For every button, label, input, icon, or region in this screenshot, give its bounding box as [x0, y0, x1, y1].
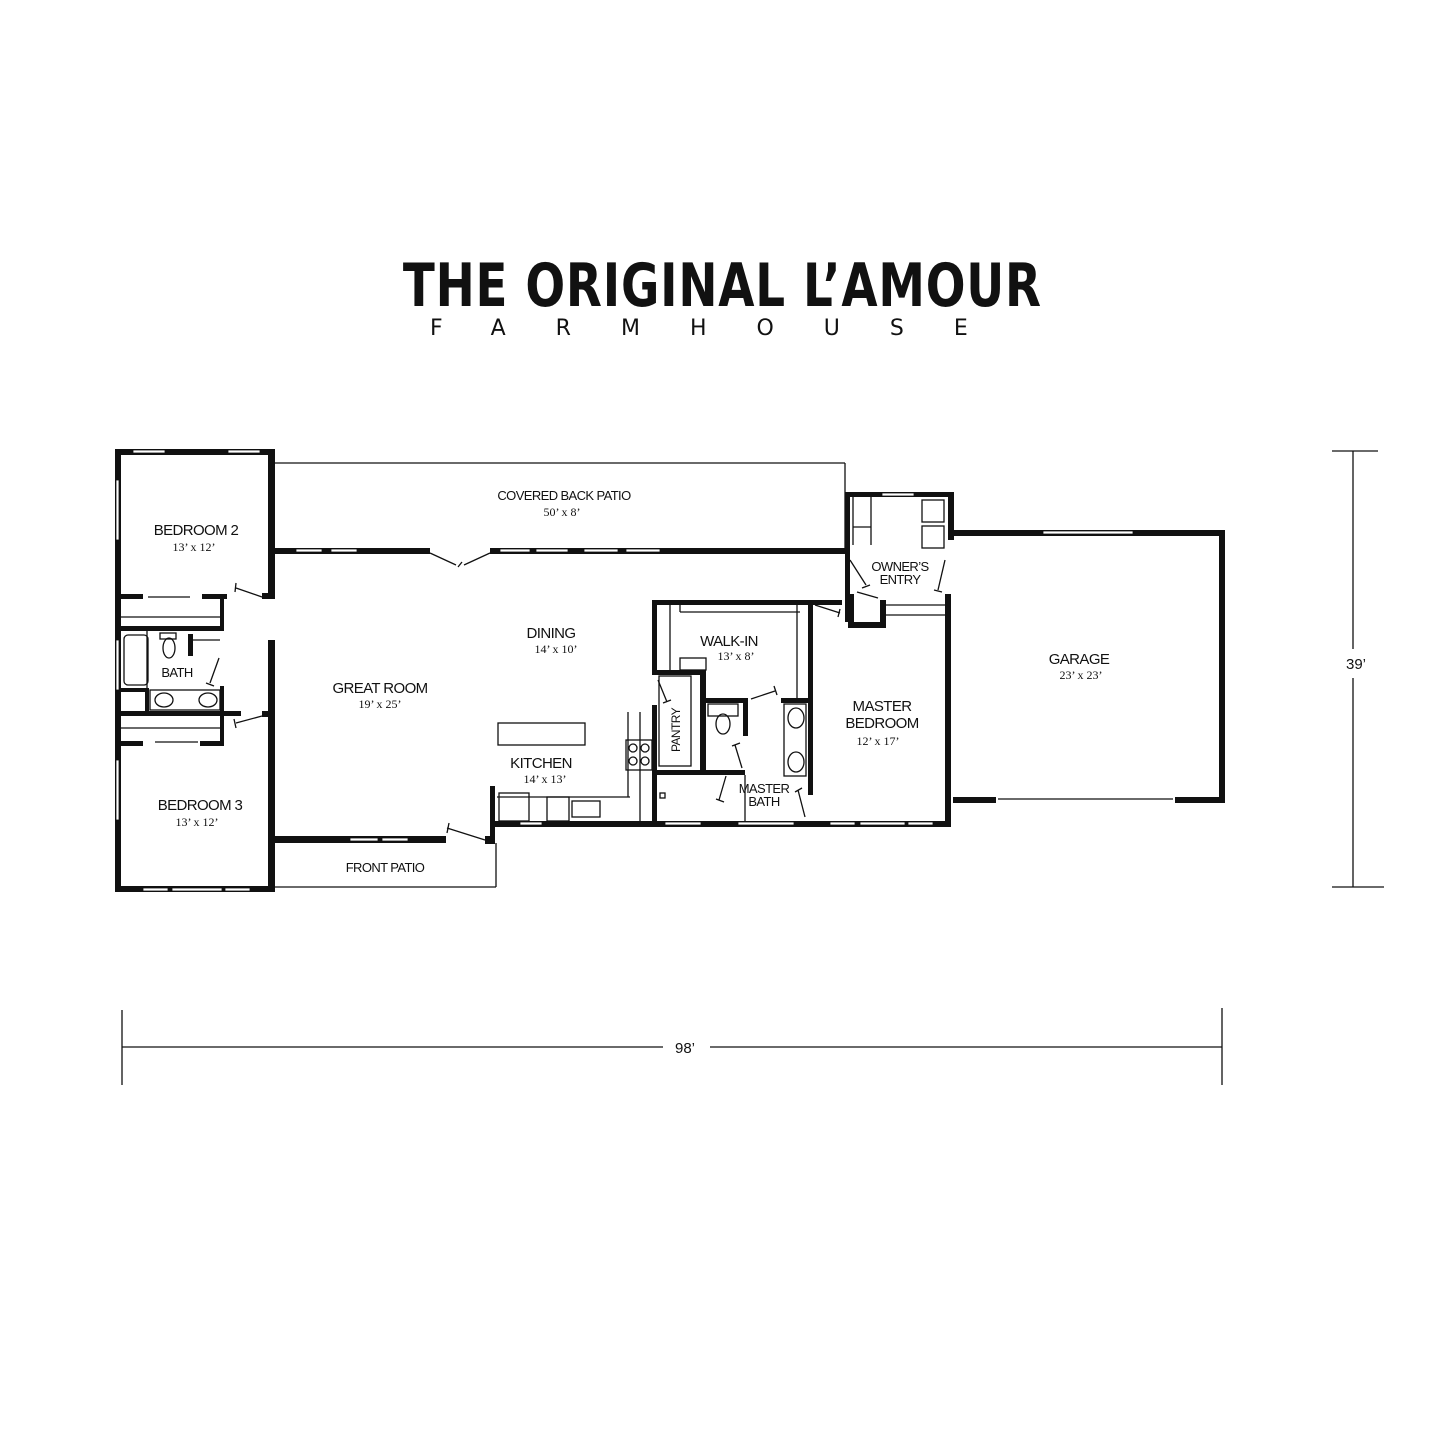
- room-size-dining: 14’ x 10’: [534, 642, 577, 656]
- room-label-dining: DINING: [527, 625, 576, 642]
- depth-dimension-label: 39’: [1346, 656, 1366, 673]
- left-wing-walls: [115, 449, 275, 892]
- room-size-master-bedroom: 12’ x 17’: [856, 734, 899, 748]
- room-size-bedroom-2: 13’ x 12’: [172, 540, 215, 554]
- room-size-kitchen: 14’ x 13’: [523, 772, 566, 786]
- room-label-master-bedroom-1: MASTER: [853, 698, 913, 715]
- room-size-bedroom-3: 13’ x 12’: [175, 815, 218, 829]
- dimension-depth: [1332, 450, 1384, 888]
- room-size-covered-back-patio: 50’ x 8’: [543, 505, 580, 519]
- width-dimension-label: 98’: [675, 1040, 695, 1057]
- room-label-master-bath-1: MASTER: [739, 781, 790, 796]
- master-suite-walls: [812, 492, 954, 827]
- room-label-walk-in: WALK-IN: [700, 633, 758, 650]
- room-size-garage: 23’ x 23’: [1059, 668, 1102, 682]
- room-label-owners-entry-2: ENTRY: [880, 572, 922, 587]
- room-label-bath: BATH: [161, 665, 193, 680]
- room-size-great-room: 19’ x 25’: [358, 697, 401, 711]
- room-label-bedroom-3: BEDROOM 3: [158, 797, 243, 814]
- room-label-front-patio: FRONT PATIO: [346, 860, 425, 875]
- room-label-master-bedroom-2: BEDROOM: [845, 715, 918, 732]
- main-walls: [273, 548, 950, 888]
- room-size-walk-in: 13’ x 8’: [717, 649, 754, 663]
- room-label-owners-entry-1: OWNER’S: [871, 559, 929, 574]
- garage-walls: [953, 530, 1225, 803]
- room-label-bedroom-2: BEDROOM 2: [154, 522, 239, 539]
- room-label-pantry: PANTRY: [669, 707, 683, 752]
- room-label-covered-back-patio: COVERED BACK PATIO: [497, 488, 631, 503]
- room-label-kitchen: KITCHEN: [510, 755, 572, 772]
- room-label-master-bath-2: BATH: [748, 794, 780, 809]
- dimension-width: [121, 1008, 1223, 1085]
- room-label-great-room: GREAT ROOM: [332, 680, 427, 697]
- room-label-garage: GARAGE: [1049, 651, 1110, 668]
- plan-title: THE ORIGINAL L’AMOUR: [402, 251, 1042, 321]
- plan-subtitle: FARMHOUSE: [430, 316, 1018, 341]
